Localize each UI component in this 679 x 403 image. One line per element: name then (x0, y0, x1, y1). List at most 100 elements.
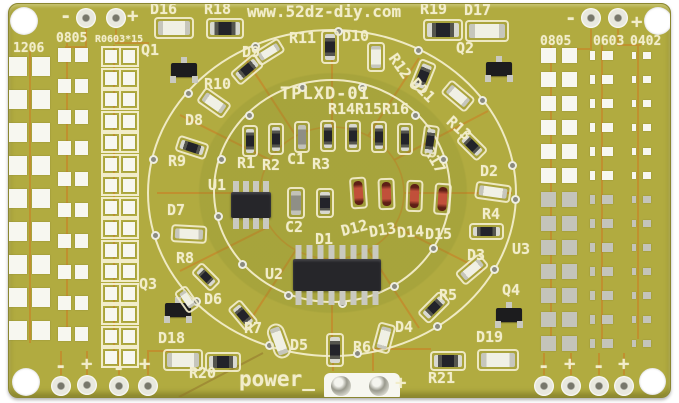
smd-pad (632, 292, 636, 299)
pad-size-label-0402: 0402 (630, 34, 662, 49)
smd-pad (101, 89, 121, 110)
label-U1: U1 (208, 176, 227, 194)
smd-pad (101, 153, 121, 175)
resistor-R3 (320, 120, 336, 152)
red-led-D15 (432, 182, 453, 216)
smd-pad (541, 120, 556, 135)
mounting-hole (12, 368, 40, 396)
smd-pad (119, 153, 139, 175)
plated-hole (534, 376, 554, 396)
power-plus: + (395, 372, 407, 394)
resistor-R15 (371, 121, 387, 153)
smd-pad (632, 148, 636, 155)
smd-pad (101, 304, 121, 325)
smd-pad (32, 156, 50, 175)
smd-pad (602, 75, 613, 84)
smd-pad (75, 203, 88, 217)
via-hole (511, 195, 520, 204)
smd-pad (590, 75, 595, 84)
smd-pad (9, 90, 27, 109)
smd-pad (643, 124, 651, 131)
smd-pad (590, 243, 595, 252)
label-D7: D7 (167, 201, 186, 219)
resistor-R14 (345, 120, 361, 152)
via-hole (414, 46, 423, 55)
smd-pad (632, 124, 636, 131)
resistor-R21 (430, 351, 466, 371)
resistor-R2 (268, 123, 284, 155)
smd-pad (75, 110, 88, 124)
smd-pad (541, 96, 556, 111)
smd-pad (643, 292, 651, 299)
smd-pad (541, 264, 556, 279)
model-number: TPLXD-01 (280, 84, 370, 104)
mounting-hole (10, 7, 38, 35)
capacitor-C2 (287, 187, 305, 219)
label-R7: R7 (244, 319, 263, 337)
smd-pad (75, 172, 88, 186)
via-hole (265, 341, 274, 350)
led-D18 (163, 349, 203, 371)
mounting-hole (644, 7, 670, 35)
smd-pad (58, 327, 71, 341)
via-hole (508, 161, 517, 170)
polarity-plus: + (127, 5, 139, 27)
smd-pad (101, 110, 121, 132)
transistor-Q4 (493, 302, 525, 328)
via-hole (439, 155, 448, 164)
resistor-R16 (397, 123, 413, 155)
via-hole (433, 322, 442, 331)
smd-pad (75, 265, 88, 279)
smd-pad (75, 141, 88, 155)
smd-pad (119, 196, 139, 218)
via-hole (214, 212, 223, 221)
label-D17: D17 (464, 3, 492, 19)
label-D16: D16 (150, 3, 178, 18)
smd-pad (590, 147, 595, 156)
smd-pad (101, 239, 121, 261)
via-hole (353, 349, 362, 358)
resistor-R1 (242, 125, 258, 157)
via-hole (411, 111, 420, 120)
power-hole-negative (331, 376, 351, 396)
resistor-R4 (469, 223, 504, 240)
smd-pad (643, 172, 651, 179)
via-hole (298, 83, 307, 92)
label-D19: D19 (476, 328, 504, 346)
smd-pad (119, 282, 139, 304)
smd-pad (58, 265, 71, 279)
smd-pad (9, 255, 27, 274)
smd-pad (101, 46, 121, 67)
label-D8: D8 (185, 111, 204, 129)
smd-pad (632, 220, 636, 227)
smd-pad (602, 339, 613, 348)
polarity-plus: + (139, 353, 151, 375)
label-R10: R10 (204, 75, 232, 93)
smd-pad (590, 291, 595, 300)
smd-pad (562, 312, 577, 327)
smd-pad (58, 141, 71, 155)
smd-pad (119, 239, 139, 261)
label-R20: R20 (189, 364, 217, 382)
resistor-R6 (326, 333, 344, 367)
smd-pad (541, 312, 556, 327)
smd-pad (602, 267, 613, 276)
label-Q1: Q1 (141, 41, 160, 59)
label-C1: C1 (287, 150, 306, 168)
label-Q4: Q4 (502, 281, 521, 299)
red-led-D12 (348, 176, 369, 210)
label-R2: R2 (262, 156, 281, 174)
pad-size-label-0805-right: 0805 (540, 34, 572, 49)
smd-pad (119, 46, 139, 67)
smd-pad (562, 48, 577, 63)
smd-pad (590, 171, 595, 180)
smd-pad (119, 325, 139, 347)
smd-pad (9, 222, 27, 241)
smd-pad (119, 347, 139, 368)
resistor-R11 (321, 30, 339, 64)
label-R5: R5 (439, 286, 458, 304)
via-hole (490, 265, 499, 274)
smd-pad (643, 220, 651, 227)
smd-pad (602, 291, 613, 300)
